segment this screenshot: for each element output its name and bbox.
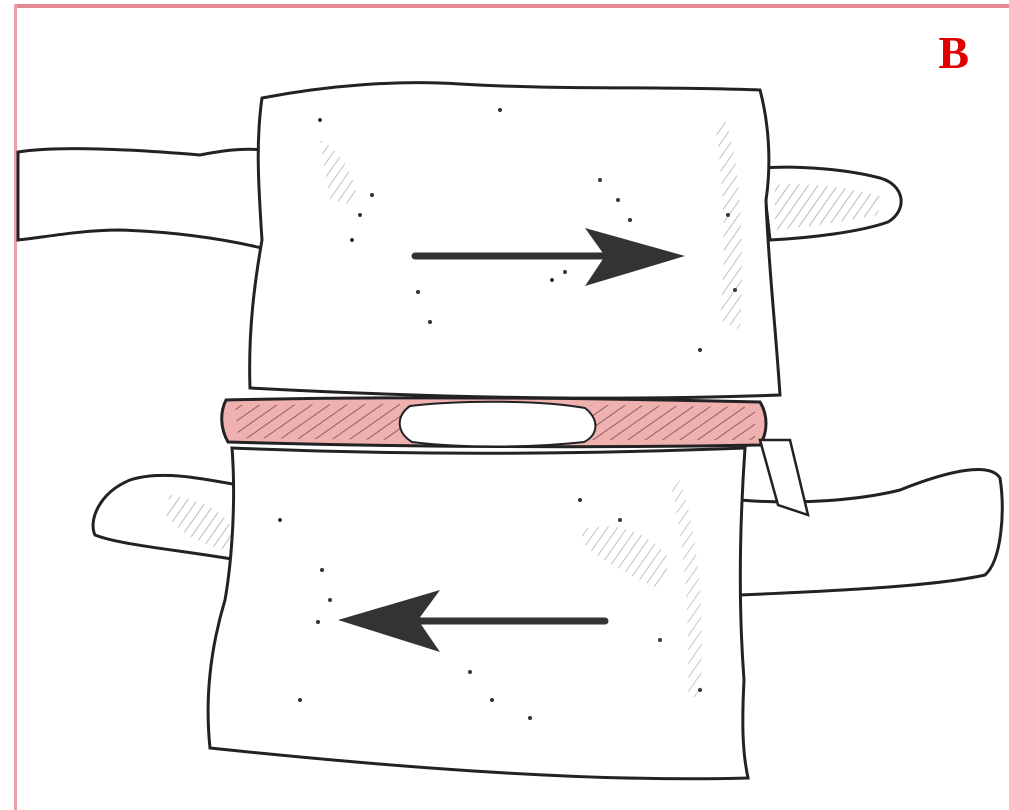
panel-label: B — [938, 30, 969, 76]
upper-left-process — [18, 149, 270, 250]
nucleus-pulposus — [400, 402, 596, 447]
lower-vertebral-body — [208, 448, 748, 779]
